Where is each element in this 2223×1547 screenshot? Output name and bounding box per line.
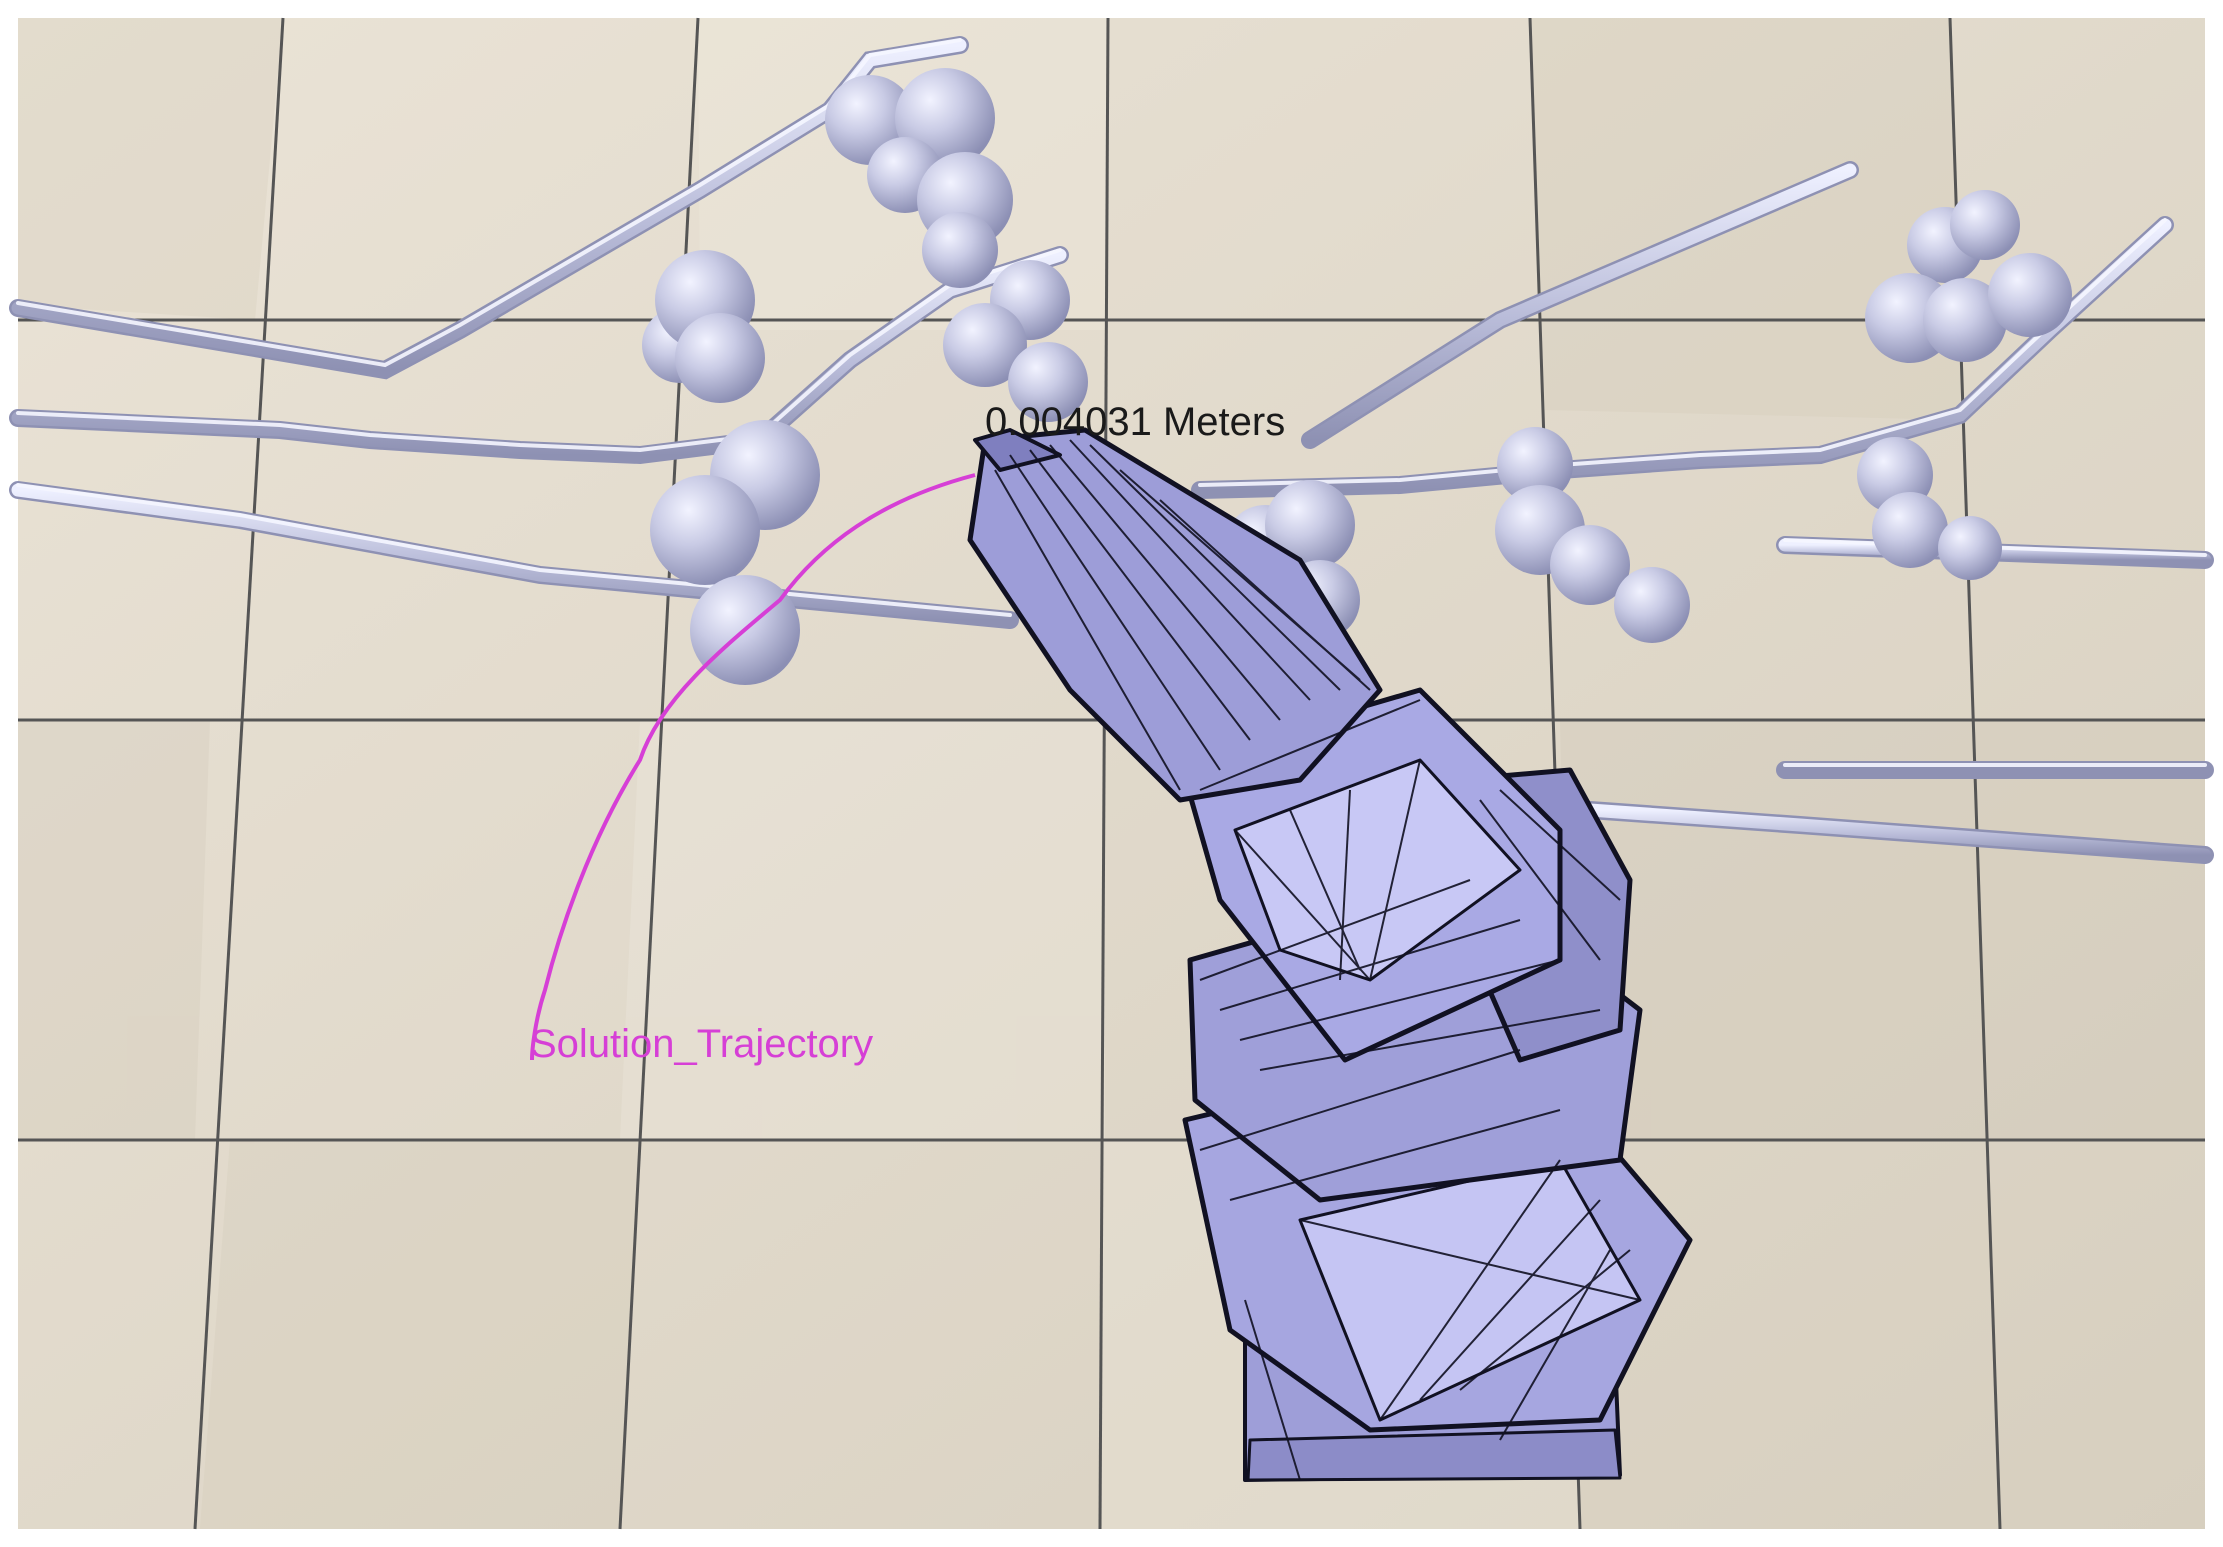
trajectory-label: Solution_Trajectory (530, 1022, 873, 1066)
trajectory-path[interactable] (530, 473, 976, 1061)
sphere-obstacle (1497, 427, 1573, 503)
distance-label: 0.004031 Meters (985, 400, 1285, 444)
sphere-obstacle (1950, 190, 2020, 260)
sphere-obstacle (1938, 516, 2002, 580)
sphere-obstacle (922, 212, 998, 288)
sphere-obstacle (1550, 525, 1630, 605)
sphere-obstacle (675, 313, 765, 403)
sphere-obstacle (1265, 480, 1355, 570)
sphere-obstacle (1923, 278, 2007, 362)
robot-mesh (994, 439, 1641, 1481)
sphere-obstacle (1008, 342, 1088, 422)
solution-trajectory[interactable] (530, 473, 976, 1061)
sphere-obstacle (1988, 253, 2072, 337)
sphere-obstacle (1614, 567, 1690, 643)
sphere-obstacle (650, 475, 760, 585)
sphere-obstacle (1872, 492, 1948, 568)
sphere-obstacle (943, 303, 1027, 387)
robot-arm-icon[interactable] (967, 427, 1693, 1482)
floor-shading (18, 18, 2205, 1529)
robot-forearm[interactable] (967, 427, 1383, 803)
